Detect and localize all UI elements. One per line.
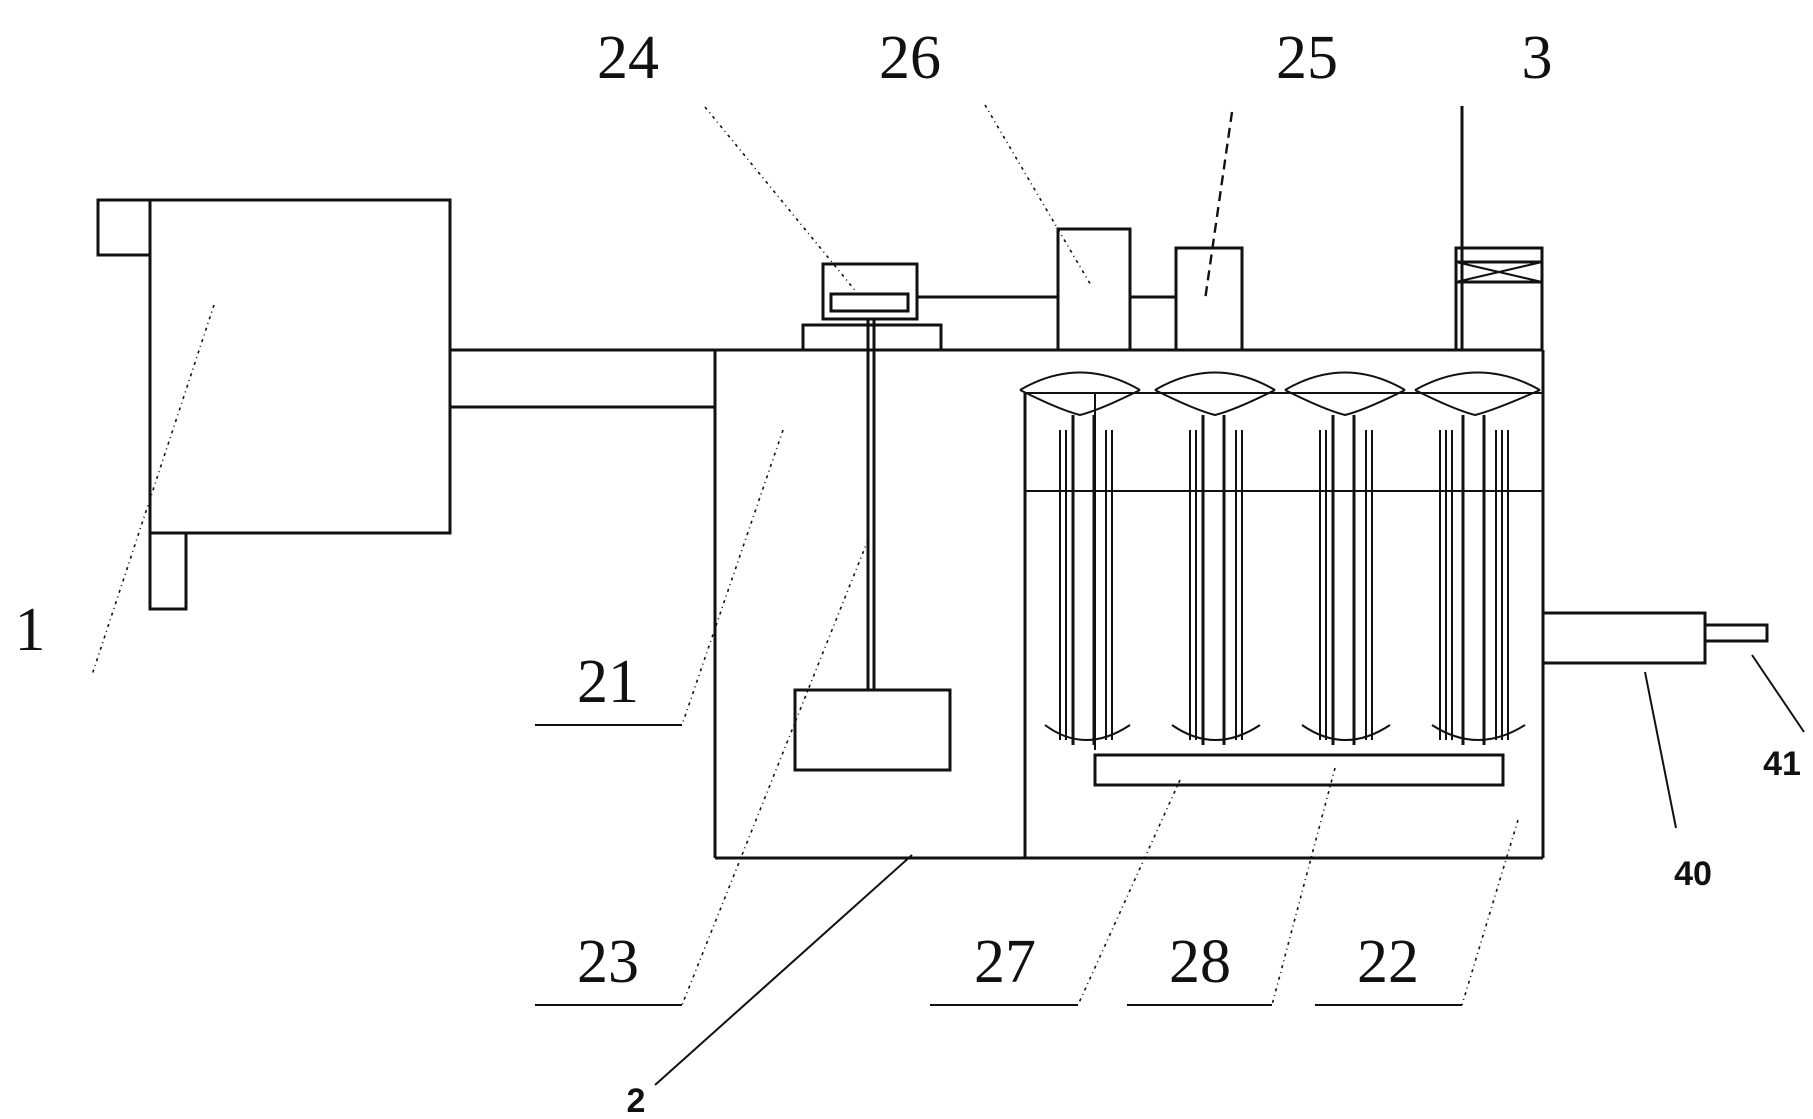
label-28: 28 [1169, 928, 1231, 996]
filter-element-2 [1154, 371, 1276, 745]
label-27: 27 [974, 928, 1036, 996]
drive-unit-24 [801, 262, 1058, 352]
filter-element-4 [1414, 371, 1541, 745]
component-25 [1174, 246, 1244, 352]
label-underlines [535, 724, 1462, 1006]
label-23: 23 [577, 928, 639, 996]
label-21: 21 [577, 648, 639, 716]
bottom-plate-27 [1093, 753, 1505, 787]
label-24: 24 [597, 24, 659, 92]
label-1: 1 [15, 596, 46, 664]
label-2: 2 [627, 1082, 646, 1119]
component-1-box [96, 198, 452, 611]
filter-elements [1019, 371, 1541, 750]
label-26: 26 [879, 24, 941, 92]
label-22: 22 [1357, 928, 1419, 996]
outlet-40 [1541, 611, 1707, 665]
leader-lines [91, 104, 1805, 1086]
labels: 1 2 3 21 22 23 24 25 26 27 28 40 41 [15, 24, 1801, 1119]
outlet-nozzle-41 [1703, 623, 1769, 643]
label-25: 25 [1276, 24, 1338, 92]
valve-3 [1454, 106, 1544, 352]
label-40: 40 [1674, 855, 1712, 893]
shaft-23 [793, 319, 952, 772]
label-3: 3 [1522, 24, 1553, 92]
label-41: 41 [1763, 745, 1801, 783]
component-26 [1056, 227, 1132, 352]
tank-2 [713, 348, 1545, 860]
filter-element-3 [1284, 371, 1406, 745]
connecting-pipe [450, 348, 715, 409]
filter-element-1 [1019, 371, 1141, 745]
